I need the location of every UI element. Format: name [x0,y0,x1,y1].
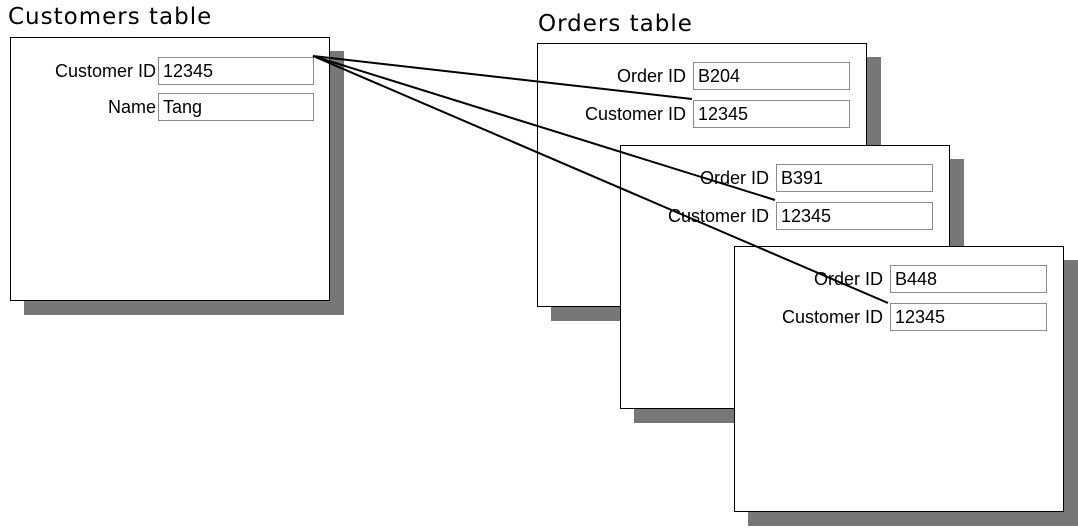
order-customer-id-field-2[interactable]: 12345 [776,202,933,230]
order-customer-id-field-1[interactable]: 12345 [693,100,850,128]
order-id-row-3: Order ID [735,265,883,293]
order-id-field-1[interactable]: B204 [693,62,850,90]
order-customer-id-label-3: Customer ID [781,307,883,327]
customers-record-card: Customer ID 12345 Name Tang [10,37,330,301]
order-id-label-1: Order ID [616,66,686,86]
customer-id-label: Customer ID [54,61,156,81]
order-id-row-1: Order ID [538,62,686,90]
name-row: Name [11,93,156,121]
customers-table-title: Customers table [8,4,213,30]
order-customer-id-row-1: Customer ID [538,100,686,128]
order-id-field-3[interactable]: B448 [890,265,1047,293]
orders-table-title: Orders table [538,11,693,37]
order-customer-id-field-3[interactable]: 12345 [890,303,1047,331]
order-customer-id-row-2: Customer ID [621,202,769,230]
order-id-field-2[interactable]: B391 [776,164,933,192]
order-customer-id-label-2: Customer ID [667,206,769,226]
order-id-label-3: Order ID [813,269,883,289]
customer-id-row: Customer ID [11,57,156,85]
customer-id-field[interactable]: 12345 [158,57,314,85]
order-customer-id-label-1: Customer ID [584,104,686,124]
order-customer-id-row-3: Customer ID [735,303,883,331]
name-field[interactable]: Tang [158,93,314,121]
name-label: Name [107,97,156,117]
order-id-label-2: Order ID [699,168,769,188]
order-record-card-3: Order ID B448 Customer ID 12345 [734,246,1064,512]
order-id-row-2: Order ID [621,164,769,192]
